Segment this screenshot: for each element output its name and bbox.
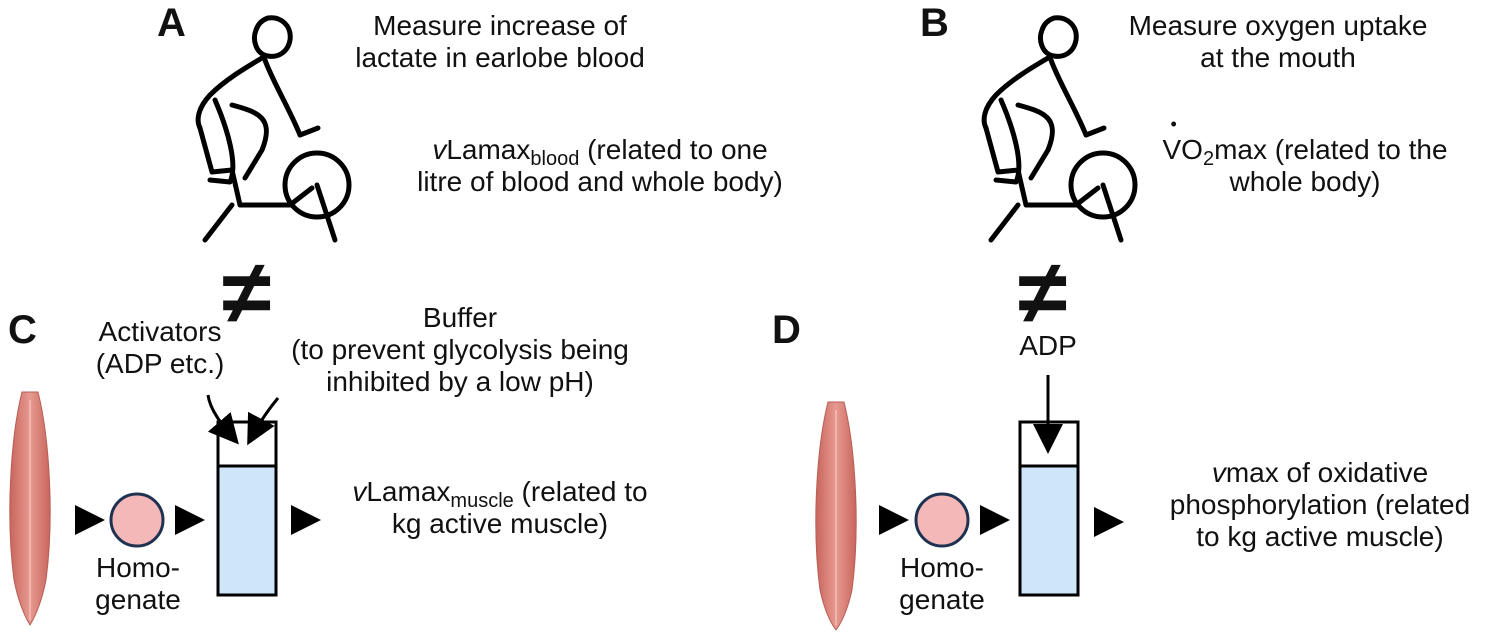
- panel-b-metric-v: V: [1162, 114, 1181, 166]
- panel-d-homogenate-label: Homo- genate: [886, 552, 998, 616]
- homogenate-d-circle: [914, 492, 970, 548]
- panel-c-activators-text: Activators (ADP etc.): [70, 316, 250, 380]
- panel-c-activators-line2: (ADP etc.): [95, 348, 225, 380]
- panel-c-activators-line1: Activators: [98, 316, 222, 347]
- panel-a-measure-text: Measure increase of lactate in earlobe b…: [330, 10, 670, 74]
- not-equal-sign-a-c: ≠: [222, 243, 272, 343]
- panel-b-metric-o: O: [1181, 134, 1203, 165]
- muscle-d-icon: [815, 401, 857, 631]
- panel-a-metric-line2: litre of blood and whole body): [417, 166, 783, 198]
- panel-c-metric-prefix: v: [352, 476, 367, 507]
- panel-b-metric-suffix: max (related to the: [1214, 134, 1448, 165]
- panel-c-buffer-line3: inhibited by a low pH): [326, 366, 594, 398]
- panel-a-metric-suffix: (related to one: [579, 134, 768, 165]
- panel-b-measure-line2: at the mouth: [1200, 42, 1356, 74]
- muscle-c-icon: [9, 391, 51, 626]
- cyclist-a-icon: [195, 15, 352, 243]
- panel-c-homogenate-label: Homo- genate: [82, 552, 194, 616]
- panel-letter-c: C: [8, 308, 37, 352]
- panel-a-metric-text: vLamaxblood (related to one litre of blo…: [390, 134, 810, 198]
- panel-d-metric-main: max of oxidative: [1225, 457, 1429, 488]
- panel-a-metric-main: Lamax: [446, 134, 531, 165]
- panel-a-measure-line2: lactate in earlobe blood: [355, 42, 645, 74]
- panel-d-metric-line3: to kg active muscle): [1196, 521, 1444, 553]
- panel-c-metric-line2: kg active muscle): [391, 508, 609, 540]
- panel-c-metric-sub: muscle: [450, 490, 514, 512]
- panel-b-measure-text: Measure oxygen uptake at the mouth: [1098, 10, 1458, 74]
- panel-c-metric-suffix: (related to: [513, 476, 648, 507]
- panel-b-measure-line1: Measure oxygen uptake: [1128, 10, 1428, 41]
- homogenate-c-circle: [109, 492, 165, 548]
- panel-b-metric-line2: whole body): [1229, 166, 1381, 198]
- panel-letter-b: B: [920, 1, 949, 45]
- panel-c-homogenate-line1: Homo-: [95, 552, 180, 583]
- panel-c-metric-main: Lamax: [366, 476, 451, 507]
- panel-c-buffer-line1: Buffer: [422, 302, 498, 333]
- panel-b-metric-sub: 2: [1202, 148, 1215, 170]
- arrow-activators: [206, 394, 239, 445]
- panel-a-metric-sub: blood: [530, 148, 580, 170]
- panel-d-metric-line2: phosphorylation (related: [1169, 489, 1471, 521]
- arrow-buffer: [247, 397, 280, 446]
- not-equal-sign-b-d: ≠: [1018, 243, 1068, 343]
- panel-letter-d: D: [772, 308, 801, 352]
- cyclist-b-icon: [981, 15, 1138, 243]
- panel-d-homogenate-line2: genate: [899, 584, 985, 616]
- panel-c-homogenate-line2: genate: [95, 584, 181, 616]
- panel-c-buffer-text: Buffer (to prevent glycolysis being inhi…: [240, 302, 680, 399]
- panel-c-buffer-line2: (to prevent glycolysis being: [291, 334, 629, 366]
- tube-d: [1018, 420, 1080, 597]
- panel-d-homogenate-line1: Homo-: [899, 552, 984, 583]
- panel-letter-a: A: [157, 1, 186, 45]
- panel-d-metric-text: vmax of oxidative phosphorylation (relat…: [1140, 457, 1500, 554]
- panel-d-adp-label: ADP: [1019, 330, 1077, 361]
- panel-c-metric-text: vLamaxmuscle (related to kg active muscl…: [320, 476, 680, 540]
- panel-a-measure-line1: Measure increase of: [373, 10, 627, 41]
- panel-a-metric-prefix: v: [432, 134, 447, 165]
- panel-d-metric-prefix: v: [1211, 457, 1226, 488]
- panel-b-metric-text: VO2max (related to the whole body): [1130, 114, 1480, 198]
- tube-c: [216, 420, 278, 597]
